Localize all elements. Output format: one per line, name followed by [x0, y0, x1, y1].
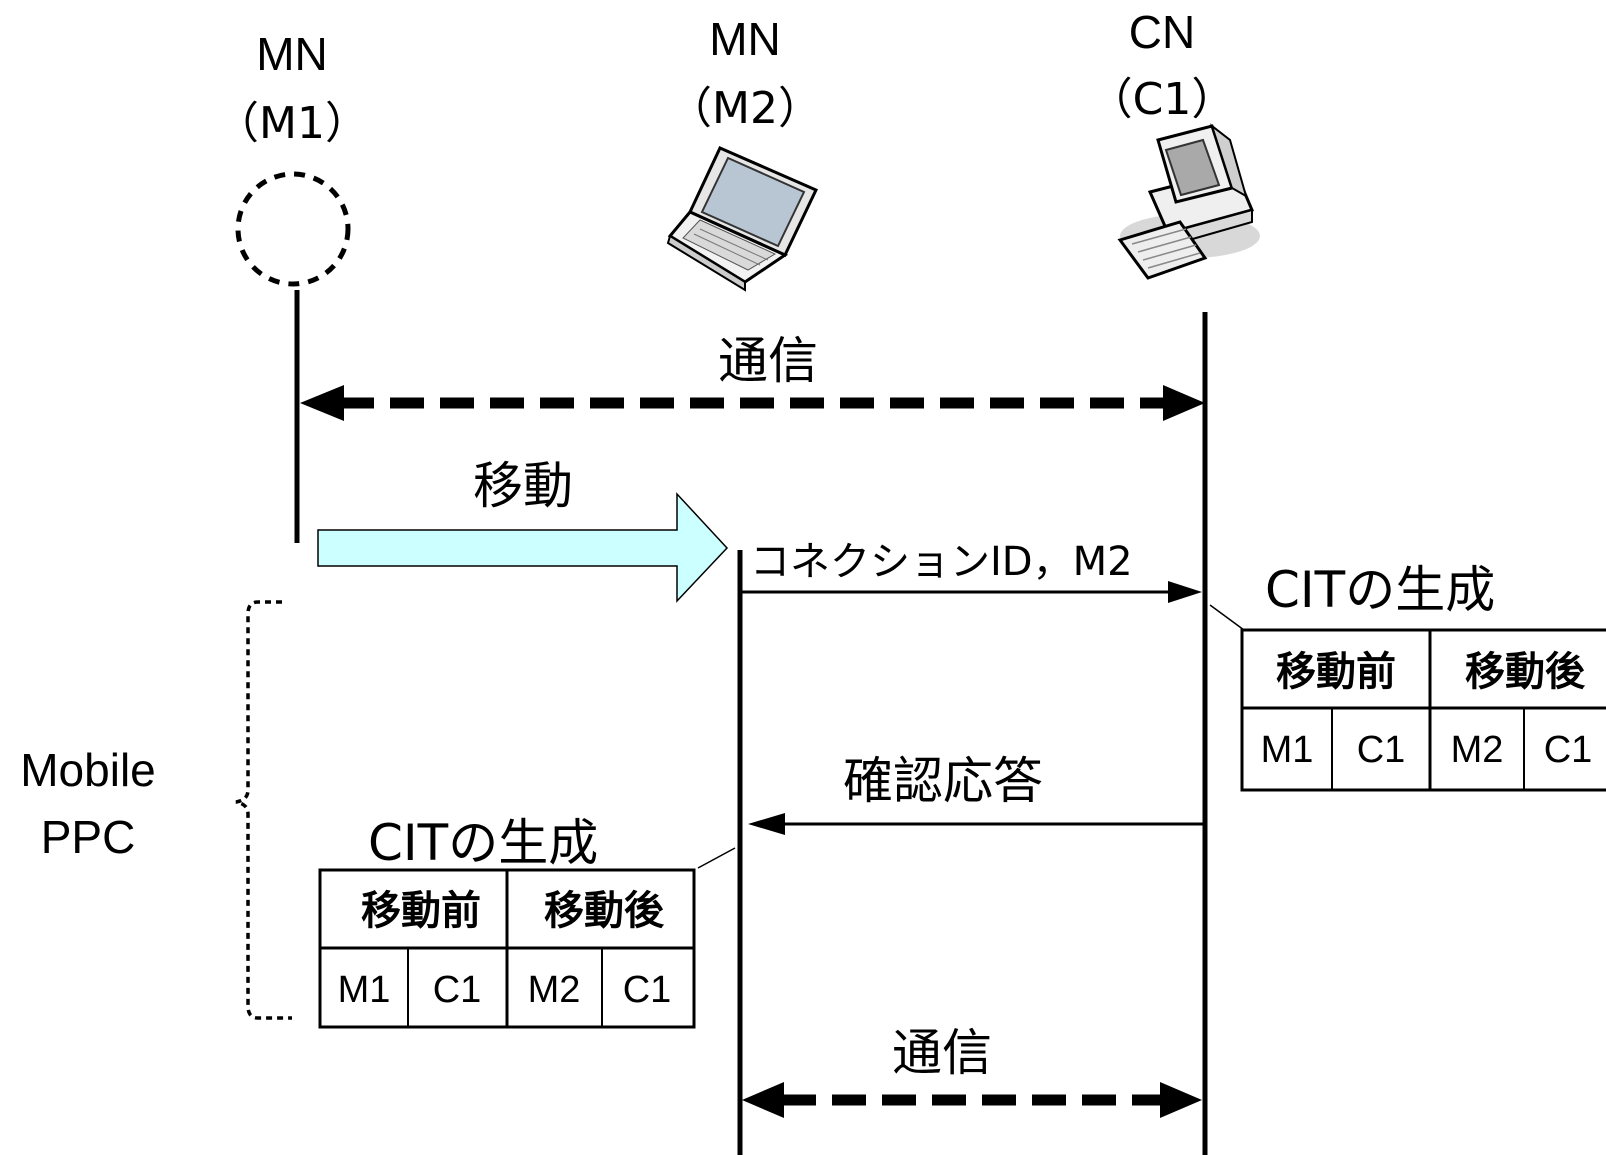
cit-left-table: 移動前 移動後 M1 C1 M2 C1: [318, 868, 696, 1029]
mobile-ppc-bracket: [235, 600, 292, 1020]
cit-right-table: 移動前 移動後 M1 C1 M2 C1: [1240, 628, 1606, 792]
m2-type-label: MN: [709, 13, 781, 65]
cit-right-cell-4: C1: [1544, 729, 1593, 771]
cit-left-cell-2: C1: [433, 969, 482, 1011]
cit-left-leader-line: [697, 847, 736, 869]
connection-id-arrowhead: [1168, 581, 1202, 603]
comm-bottom-arrowhead-right: [1160, 1082, 1202, 1118]
cit-right-title: CITの生成: [1265, 561, 1495, 619]
move-label: 移動: [473, 457, 573, 515]
comm-top-arrowhead-left: [300, 385, 344, 421]
connection-id-label: コネクションID，M2: [750, 539, 1133, 585]
cit-right-cell-1: M1: [1261, 729, 1314, 771]
comm-bottom-label: 通信: [892, 1024, 992, 1082]
cit-right-header-before: 移動前: [1276, 649, 1396, 695]
c1-type-label: CN: [1129, 6, 1195, 58]
m1-id-label: （M1）: [215, 98, 369, 149]
m1-dashed-circle-icon: [235, 171, 351, 287]
cit-right-leader-line: [1209, 604, 1245, 631]
cit-right-cell-3: M2: [1451, 729, 1504, 771]
m2-id-label: （M2）: [668, 83, 822, 134]
cit-left-cell-3: M2: [528, 969, 581, 1011]
cit-left-title: CITの生成: [368, 814, 598, 872]
ack-label: 確認応答: [843, 752, 1043, 810]
m1-type-label: MN: [256, 28, 328, 80]
cit-right-cell-2: C1: [1357, 729, 1406, 771]
mobile-ppc-label-line2: PPC: [41, 811, 136, 863]
cit-left-header-after: 移動後: [544, 888, 665, 934]
laptop-icon: [666, 146, 819, 292]
cit-left-cell-4: C1: [623, 969, 672, 1011]
ack-arrowhead: [748, 813, 785, 835]
cit-left-header-before: 移動前: [361, 888, 481, 934]
c1-id-label: （C1）: [1089, 74, 1236, 125]
comm-top-label: 通信: [718, 332, 818, 390]
mobile-ppc-label-line1: Mobile: [20, 744, 156, 796]
cit-left-cell-1: M1: [338, 969, 391, 1011]
cit-right-header-after: 移動後: [1465, 649, 1586, 695]
comm-bottom-arrowhead-left: [742, 1082, 784, 1118]
comm-top-arrowhead-right: [1163, 385, 1205, 421]
move-arrow: [317, 492, 729, 603]
desktop-computer-icon: [1117, 123, 1260, 280]
